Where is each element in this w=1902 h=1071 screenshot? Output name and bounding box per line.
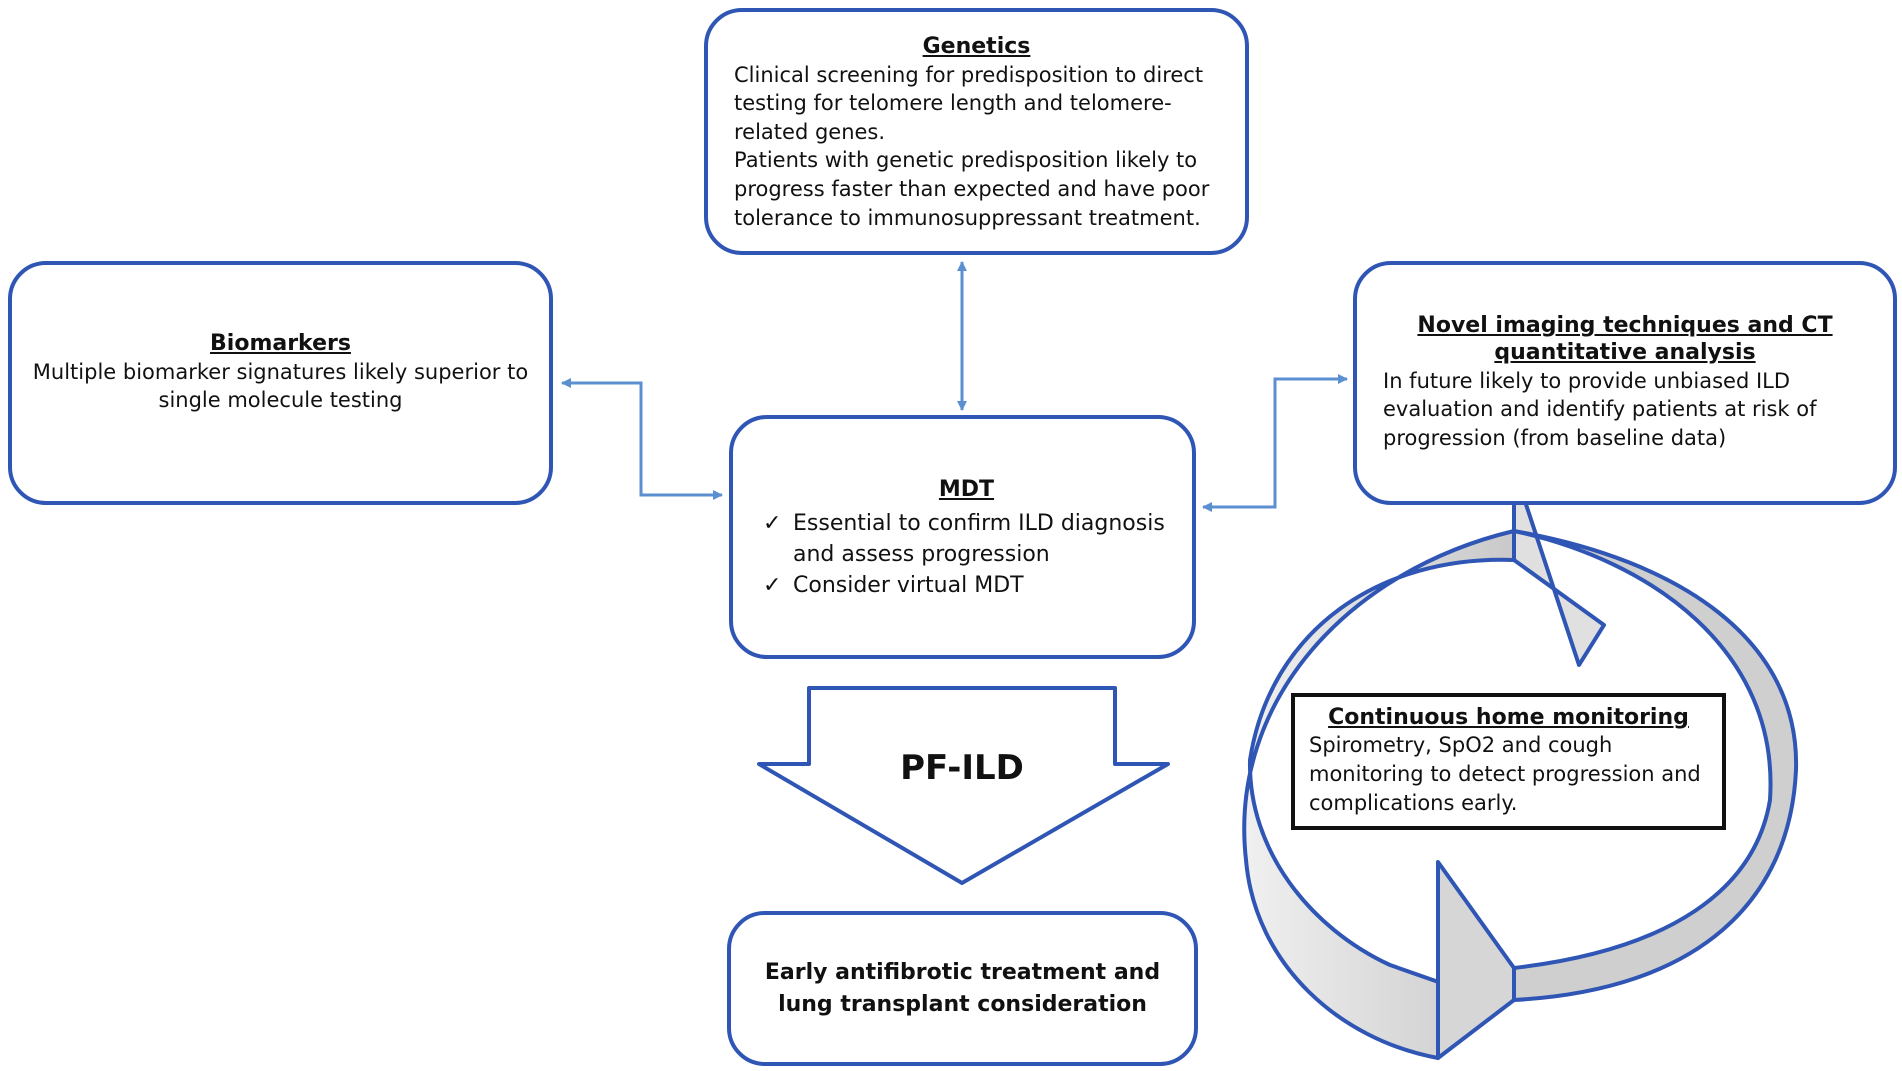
pfild-label: PF-ILD xyxy=(900,748,1024,788)
check-icon: ✓ xyxy=(763,510,782,536)
imaging-text: In future likely to provide unbiased ILD… xyxy=(1383,368,1817,450)
mdt-item-text: Consider virtual MDT xyxy=(793,573,1024,599)
biomarkers-box: Biomarkers Multiple biomarker signatures… xyxy=(8,261,553,505)
mdt-item-text: Essential to confirm ILD diagnosis and a… xyxy=(793,510,1165,568)
outcome-text: Early antifibrotic treatment and lung tr… xyxy=(764,960,1161,1017)
genetics-paragraph-2: Patients with genetic predisposition lik… xyxy=(734,148,1210,230)
check-icon: ✓ xyxy=(763,573,782,599)
biomarkers-mdt-connector xyxy=(561,378,723,500)
cycle-arrow-bottom-head xyxy=(1436,860,1516,1060)
genetics-title: Genetics xyxy=(922,34,1031,59)
imaging-title: Novel imaging techniques and CT quantita… xyxy=(1417,313,1833,365)
monitoring-box: Continuous home monitoring Spirometry, S… xyxy=(1291,693,1726,830)
mdt-title: MDT xyxy=(938,477,995,502)
monitoring-text: Spirometry, SpO2 and cough monitoring to… xyxy=(1309,733,1701,816)
mdt-box: MDT ✓ Essential to confirm ILD diagnosis… xyxy=(729,415,1196,659)
mdt-item-confirm-diagnosis: ✓ Essential to confirm ILD diagnosis and… xyxy=(763,508,1170,570)
pfild-down-arrow xyxy=(757,686,1170,885)
cycle-arrow-top-head xyxy=(1512,466,1606,667)
mdt-imaging-connector xyxy=(1202,374,1348,512)
outcome-box: Early antifibrotic treatment and lung tr… xyxy=(727,911,1198,1066)
imaging-box: Novel imaging techniques and CT quantita… xyxy=(1353,261,1897,505)
biomarkers-title: Biomarkers xyxy=(210,331,351,356)
mdt-checklist: ✓ Essential to confirm ILD diagnosis and… xyxy=(763,508,1170,602)
genetics-box: Genetics Clinical screening for predispo… xyxy=(704,8,1249,255)
biomarkers-text: Multiple biomarker signatures likely sup… xyxy=(32,359,529,413)
mdt-item-virtual-mdt: ✓ Consider virtual MDT xyxy=(763,570,1170,601)
genetics-paragraph-1: Clinical screening for predisposition to… xyxy=(734,62,1204,144)
monitoring-title: Continuous home monitoring xyxy=(1328,705,1689,730)
